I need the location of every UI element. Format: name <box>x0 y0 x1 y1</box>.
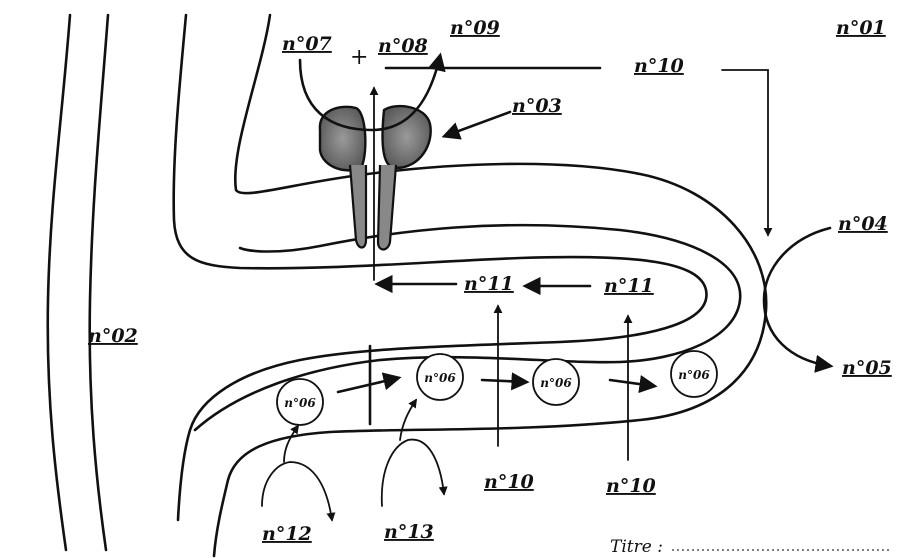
label-n03: n°03 <box>512 95 562 117</box>
label-n10: n°10 <box>634 55 684 77</box>
arrow-13-up <box>400 400 416 440</box>
arrow-06-a <box>338 378 398 392</box>
label-n06: n°06 <box>540 376 572 390</box>
arc-04 <box>764 228 830 366</box>
title-label: Titre : <box>610 537 663 557</box>
plus-sign: + <box>350 45 368 70</box>
label-n08: n°08 <box>378 35 428 57</box>
vesicle-06-4: n°06 <box>671 351 717 397</box>
vesicle-06-2: n°06 <box>417 354 463 400</box>
arrow-to-03 <box>445 112 510 136</box>
arrow-10-to-04 <box>722 70 768 235</box>
label-n11: n°11 <box>464 273 514 295</box>
arrow-12-up <box>284 426 298 462</box>
label-n02: n°02 <box>88 325 138 347</box>
label-n06: n°06 <box>284 396 316 410</box>
vessel-wall-left <box>48 15 70 550</box>
label-n10: n°10 <box>484 471 534 493</box>
label-n07: n°07 <box>282 33 332 55</box>
label-n04: n°04 <box>838 213 888 235</box>
label-n12: n°12 <box>262 523 312 545</box>
label-n06: n°06 <box>424 371 456 385</box>
vessel-wall-right <box>90 15 108 550</box>
arrow-06-c <box>610 380 654 386</box>
arrow-13-fork <box>382 440 444 506</box>
label-n06: n°06 <box>678 368 710 382</box>
vesicle-06-1: n°06 <box>277 379 323 425</box>
label-n10: n°10 <box>606 475 656 497</box>
label-n05: n°05 <box>842 357 892 379</box>
arrow-06-b <box>482 380 526 382</box>
label-n11: n°11 <box>604 275 654 297</box>
label-n01: n°01 <box>836 17 886 39</box>
label-n09: n°09 <box>450 17 500 39</box>
label-n13: n°13 <box>384 521 434 543</box>
arrow-12-fork <box>262 462 332 520</box>
vesicle-06-3: n°06 <box>533 359 579 405</box>
